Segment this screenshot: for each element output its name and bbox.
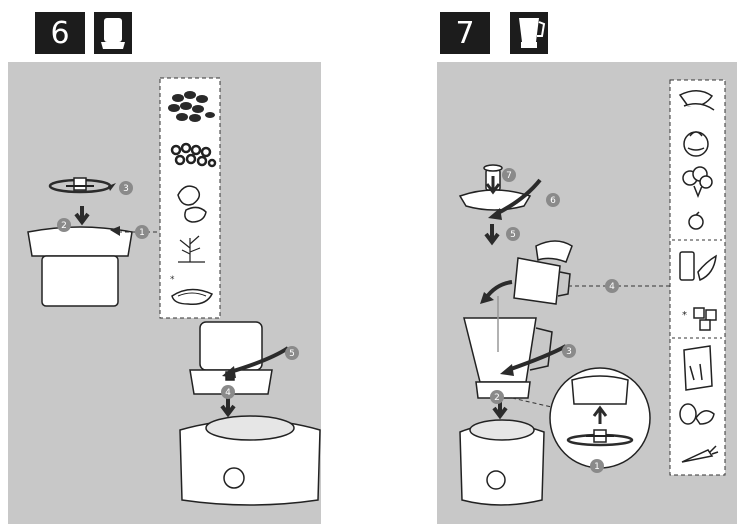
callout-4: 4 [605, 279, 619, 293]
svg-text:2: 2 [494, 393, 500, 403]
svg-text:5: 5 [510, 230, 516, 240]
callout-6: 6 [546, 193, 560, 207]
svg-text:1: 1 [594, 462, 600, 472]
callout-7: 7 [502, 168, 516, 182]
food-processor-base [460, 420, 544, 505]
svg-text:*: * [682, 310, 687, 321]
measuring-jug [514, 241, 572, 304]
svg-text:7: 7 [506, 171, 512, 181]
down-arrow [486, 224, 498, 242]
callout-1: 1 [590, 459, 604, 473]
pour-arrow [486, 282, 512, 298]
callout-3: 3 [562, 344, 576, 358]
svg-text:6: 6 [550, 196, 556, 206]
callout-5: 5 [506, 227, 520, 241]
onion-icon [684, 132, 708, 156]
svg-text:4: 4 [609, 282, 615, 292]
svg-text:3: 3 [566, 347, 572, 357]
carton-icon [684, 346, 712, 390]
callout-2: 2 [490, 390, 504, 404]
